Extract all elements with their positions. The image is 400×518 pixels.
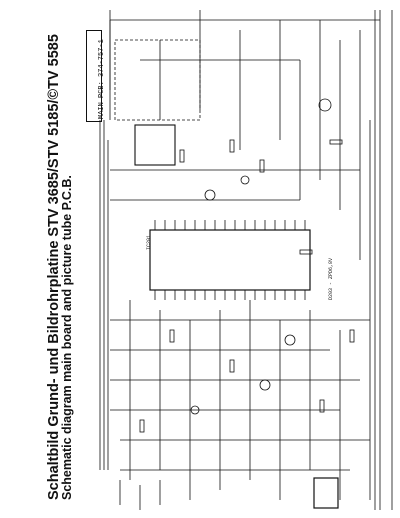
pcb-label-box: MAIN PCB: 374-757-1: [86, 30, 106, 122]
